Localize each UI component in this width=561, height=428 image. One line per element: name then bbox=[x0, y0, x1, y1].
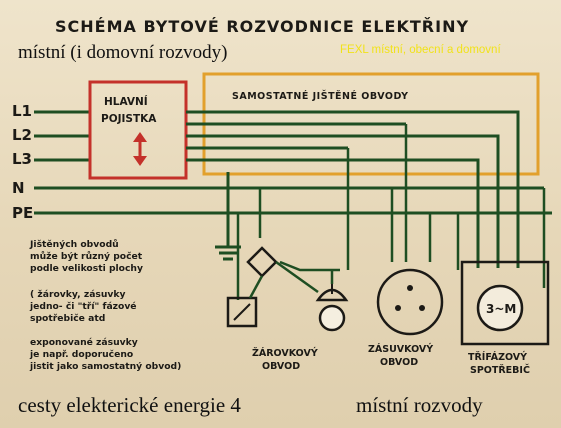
protected-circuits-label: SAMOSTATNÉ JIŠTĚNÉ OBVODY bbox=[232, 90, 409, 102]
svg-text:může být různý počet: může být různý počet bbox=[30, 251, 143, 262]
svg-text:jedno- či "tří" fázové: jedno- či "tří" fázové bbox=[29, 301, 137, 312]
main-fuse-label-1: HLAVNÍ bbox=[104, 95, 148, 108]
label-l2: L2 bbox=[12, 126, 32, 144]
junction-box-icon bbox=[246, 246, 278, 278]
main-fuse-box bbox=[88, 80, 188, 180]
main-fuse-label-2: POJISTKA bbox=[101, 113, 157, 125]
svg-text:spotřebiče atd: spotřebiče atd bbox=[30, 313, 105, 324]
svg-text:podle velikosti plochy: podle velikosti plochy bbox=[30, 263, 143, 274]
socket-circuit-label: ZÁSUVKOVÝ bbox=[368, 343, 433, 355]
socket-icon bbox=[376, 268, 444, 336]
label-l3: L3 bbox=[12, 150, 32, 168]
svg-text:Jištěných obvodů: Jištěných obvodů bbox=[29, 239, 119, 250]
three-phase-load-box bbox=[460, 260, 550, 346]
svg-text:( žárovky, zásuvky: ( žárovky, zásuvky bbox=[30, 289, 126, 300]
diagram-title: SCHÉMA BYTOVÉ ROZVODNICE ELEKTŘINY bbox=[55, 17, 469, 36]
incoming-phase-wires bbox=[34, 110, 90, 162]
svg-text:OBVOD: OBVOD bbox=[380, 357, 418, 368]
switch-icon bbox=[226, 296, 258, 328]
label-l1: L1 bbox=[12, 102, 32, 120]
load-drop-wires bbox=[236, 124, 546, 300]
light-bulb-icon bbox=[315, 284, 349, 332]
svg-text:OBVOD: OBVOD bbox=[262, 361, 300, 372]
load-labels: ŽÁROVKOVÝ OBVOD ZÁSUVKOVÝ OBVOD TŘÍFÁZOV… bbox=[252, 343, 530, 376]
neutral-and-pe-buses bbox=[34, 172, 552, 261]
corner-tag: FEXL místní, obecní a domovní bbox=[340, 44, 501, 56]
caption-right: místní rozvody bbox=[356, 393, 483, 417]
svg-text:SPOTŘEBIČ: SPOTŘEBIČ bbox=[470, 364, 530, 376]
circuit-note: Jištěných obvodů může být různý počet po… bbox=[29, 239, 181, 372]
phase-wires bbox=[186, 110, 520, 268]
svg-text:jistit jako samostatný obvod): jistit jako samostatný obvod) bbox=[29, 361, 181, 372]
conductor-labels: L1 L2 L3 N PE bbox=[12, 102, 33, 222]
lamp-circuit-label: ŽÁROVKOVÝ bbox=[252, 347, 318, 359]
motor-icon: 3~M bbox=[476, 284, 524, 332]
three-phase-label: TŘÍFÁZOVÝ bbox=[468, 351, 527, 363]
label-pe: PE bbox=[12, 204, 33, 222]
motor-label: 3~M bbox=[486, 302, 516, 316]
subtitle: místní (i domovní rozvody) bbox=[18, 42, 228, 63]
svg-text:je např. doporučeno: je např. doporučeno bbox=[29, 349, 133, 360]
label-n: N bbox=[12, 179, 25, 197]
svg-text:exponované zásuvky: exponované zásuvky bbox=[30, 337, 138, 348]
caption-left: cesty elekterické energie 4 bbox=[18, 393, 241, 417]
fuse-arrow-icon bbox=[133, 132, 147, 166]
